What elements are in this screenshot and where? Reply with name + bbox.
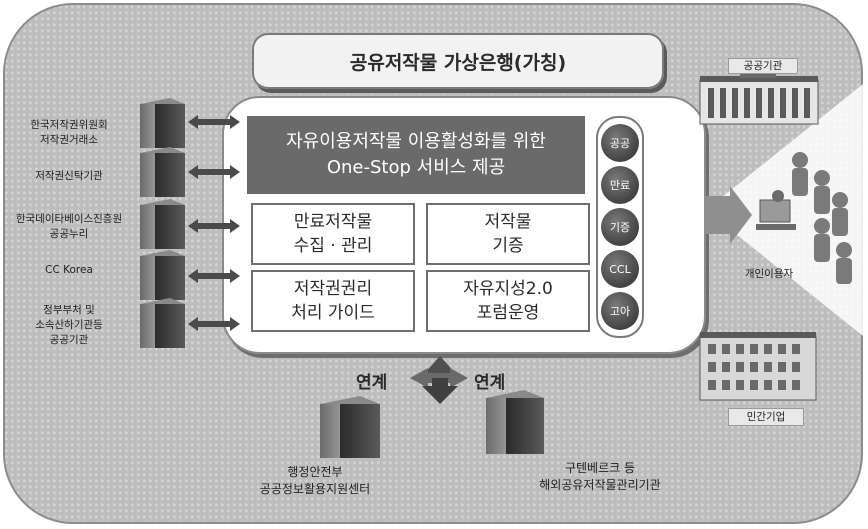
org-line: 공공기관 bbox=[49, 334, 89, 346]
org-line: 공공누리 bbox=[49, 228, 89, 240]
left-org-2: 저작권신탁기관 bbox=[2, 169, 136, 184]
link-label-left: 연계 bbox=[356, 373, 388, 393]
pill-orphan: 고아 bbox=[601, 292, 639, 330]
label-public-institution: 공공기관 bbox=[728, 58, 798, 74]
pill-public: 공공 bbox=[601, 124, 639, 162]
pill-ccl: CCL bbox=[601, 250, 639, 288]
cell-line-1: 자유지성2.0 bbox=[463, 279, 553, 299]
label-individual-user: 개인이용자 bbox=[744, 268, 794, 280]
org-line: 행정안전부 bbox=[287, 465, 343, 479]
banner-line-2: One-Stop 서비스 제공 bbox=[326, 157, 506, 178]
cell-line-2: 포럼운영 bbox=[476, 303, 540, 323]
left-org-4: CC Korea bbox=[2, 263, 136, 278]
org-line: 정부부처 및 bbox=[43, 304, 95, 316]
left-org-5: 정부부처 및 소속산하기관등 공공기관 bbox=[2, 303, 136, 348]
org-line: 한국데이타베이스진흥원 bbox=[15, 213, 123, 225]
banner-line-1: 자유이용저작물 이용활성화를 위한 bbox=[286, 131, 546, 152]
bottom-org-left: 행정안전부 공공정보활용지원센터 bbox=[210, 464, 420, 498]
cell-forum: 자유지성2.0 포럼운영 bbox=[426, 270, 590, 332]
cell-line-2: 수집 · 관리 bbox=[293, 236, 373, 256]
service-banner: 자유이용저작물 이용활성화를 위한 One-Stop 서비스 제공 bbox=[247, 116, 585, 194]
diagram-title: 공유저작물 가상은행(가칭) bbox=[252, 33, 664, 89]
org-line: 공공정보활용지원센터 bbox=[259, 482, 371, 496]
org-line: 해외공유저작물관리기관 bbox=[539, 478, 661, 492]
cell-line-1: 저작물 bbox=[484, 212, 532, 232]
org-line: CC Korea bbox=[45, 264, 93, 276]
cell-rights-guide: 저작권권리 처리 가이드 bbox=[251, 270, 415, 332]
bottom-org-right: 구텐베르크 등 해외공유저작물관리기관 bbox=[470, 460, 730, 494]
cell-expired-works: 만료저작물 수집 · 관리 bbox=[251, 203, 415, 265]
cell-donation: 저작물 기증 bbox=[426, 203, 590, 265]
pill-expired: 만료 bbox=[601, 166, 639, 204]
label-private-company: 민간기업 bbox=[728, 408, 804, 426]
link-label-right: 연계 bbox=[474, 373, 506, 393]
org-line: 소속산하기관등 bbox=[35, 319, 103, 331]
left-org-3: 한국데이타베이스진흥원 공공누리 bbox=[2, 212, 136, 242]
cell-line-1: 만료저작물 bbox=[293, 212, 373, 232]
org-line: 한국저작권위원회 bbox=[30, 119, 108, 131]
left-org-1: 한국저작권위원회 저작권거래소 bbox=[2, 118, 136, 148]
cell-line-1: 저작권권리 bbox=[293, 279, 373, 299]
cell-line-2: 처리 가이드 bbox=[291, 303, 375, 323]
cell-line-2: 기증 bbox=[492, 236, 524, 256]
org-line: 저작권거래소 bbox=[40, 134, 98, 146]
org-line: 저작권신탁기관 bbox=[35, 170, 103, 182]
pill-donation: 기증 bbox=[601, 208, 639, 246]
org-line: 구텐베르크 등 bbox=[564, 461, 636, 475]
